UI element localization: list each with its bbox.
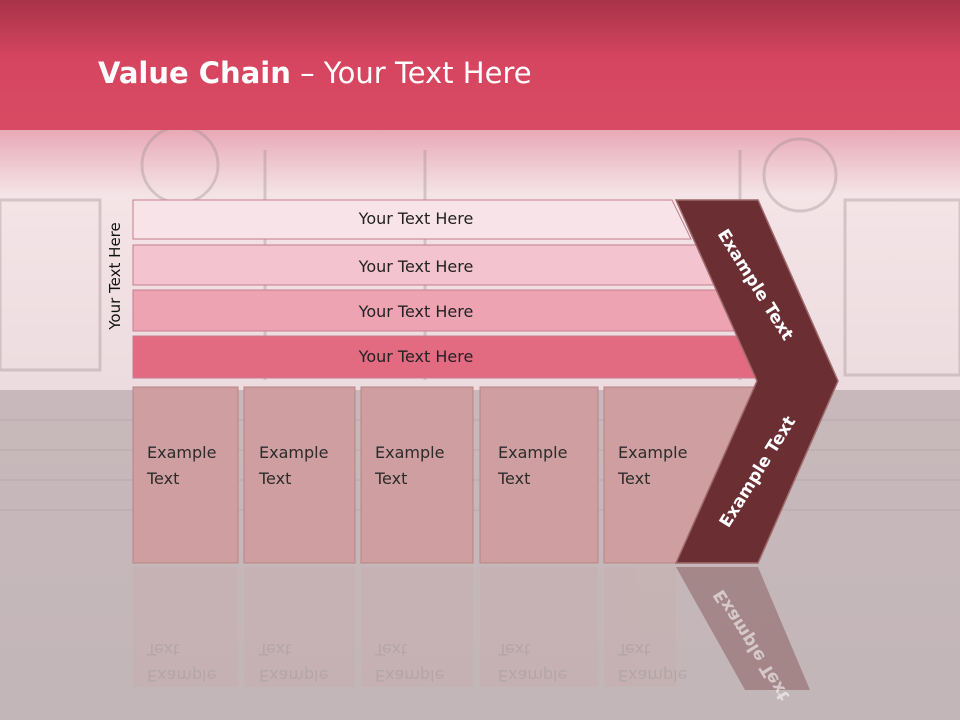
box-5-reflection: Example Text xyxy=(618,636,687,688)
box-5-line2: Text xyxy=(618,469,651,488)
box-3-reflection: Example Text xyxy=(375,636,444,688)
header-band xyxy=(0,0,960,130)
box-2 xyxy=(243,386,356,564)
box-1 xyxy=(132,386,239,564)
bar-2-label: Your Text Here xyxy=(358,257,474,276)
box-2-line1: Example xyxy=(259,443,329,462)
box-5-reflection-line2: Text xyxy=(618,640,651,659)
box-4 xyxy=(479,386,599,564)
chevron-shape xyxy=(674,199,839,564)
box-1-reflection-line1: Example xyxy=(147,666,217,685)
box-2-reflection-line2: Text xyxy=(259,640,292,659)
box-3-reflection-line1: Example xyxy=(375,666,445,685)
box-1-reflection-line2: Text xyxy=(147,640,180,659)
bar-3-label: Your Text Here xyxy=(358,302,474,321)
box-3-line1: Example xyxy=(375,443,445,462)
box-4-reflection-line2: Text xyxy=(498,640,531,659)
box-4-reflection-line1: Example xyxy=(498,666,568,685)
title-bold: Value Chain xyxy=(98,56,291,90)
bar-1 xyxy=(132,199,692,240)
box-1-line1: Example xyxy=(147,443,217,462)
title-rest: – Your Text Here xyxy=(290,56,532,90)
bar-4-label: Your Text Here xyxy=(358,347,474,366)
box-2-reflection-line1: Example xyxy=(259,666,329,685)
box-3-line2: Text xyxy=(375,469,408,488)
box-1-reflection: Example Text xyxy=(147,636,216,688)
slide-title: Value Chain – Your Text Here xyxy=(98,56,532,90)
box-2-reflection: Example Text xyxy=(259,636,328,688)
box-5-line1: Example xyxy=(618,443,688,462)
box-3 xyxy=(360,386,474,564)
box-5-reflection-line1: Example xyxy=(618,666,688,685)
box-2-line2: Text xyxy=(259,469,292,488)
box-4-line2: Text xyxy=(498,469,531,488)
box-4-reflection: Example Text xyxy=(498,636,567,688)
side-label-text: Your Text Here xyxy=(106,222,124,330)
box-3-reflection-line2: Text xyxy=(375,640,408,659)
bar-1-label: Your Text Here xyxy=(358,209,474,228)
box-4-line1: Example xyxy=(498,443,568,462)
side-label: Your Text Here xyxy=(103,200,127,352)
box-1-line2: Text xyxy=(147,469,180,488)
